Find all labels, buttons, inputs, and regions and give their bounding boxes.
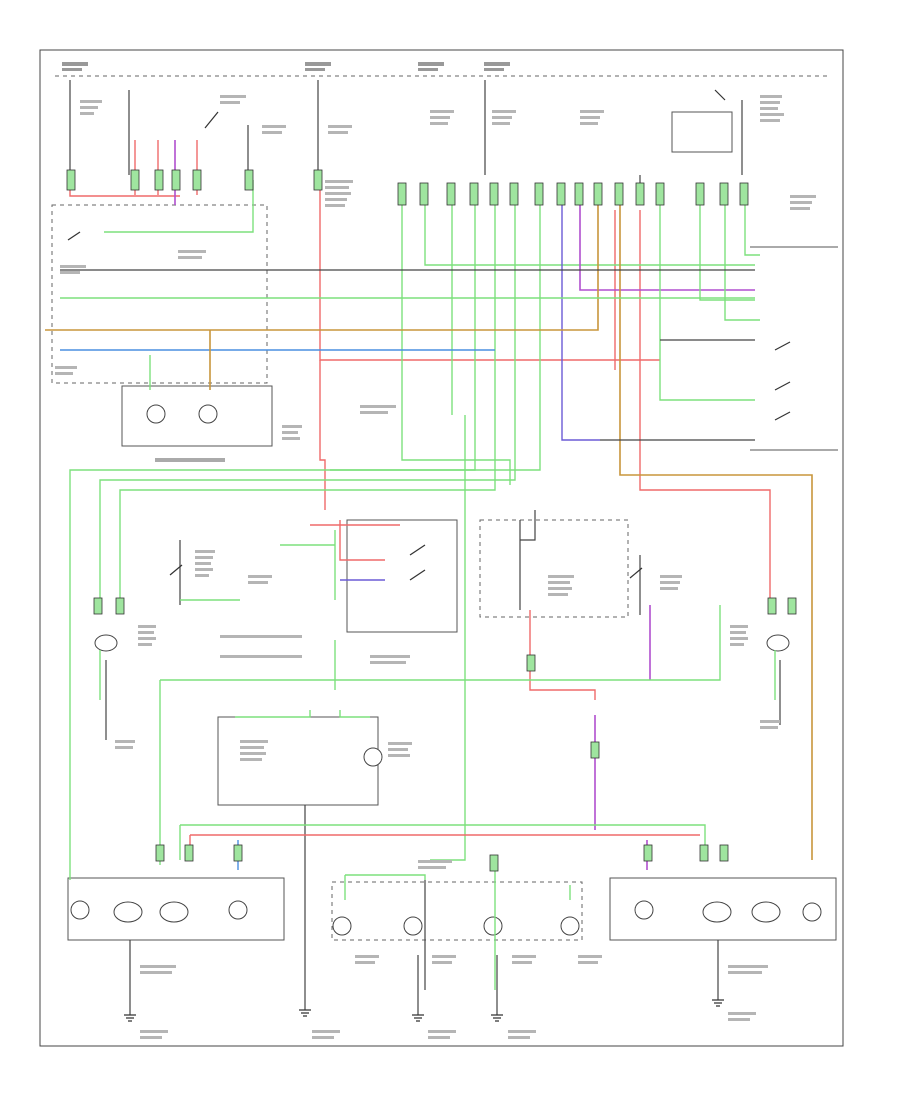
- connector-icon: [699, 844, 709, 862]
- connector-icon: [767, 597, 777, 615]
- connector-icon: [115, 597, 125, 615]
- connector-icon: [489, 182, 499, 206]
- bulb-icon: [634, 900, 654, 920]
- switch-icon: [409, 544, 426, 556]
- bulb-icon: [159, 901, 189, 923]
- switch-icon: [204, 111, 219, 129]
- connector-icon: [739, 182, 749, 206]
- switch-icon: [629, 567, 643, 579]
- connector-row: [66, 169, 797, 872]
- switch-icon: [774, 411, 791, 421]
- left-rear-lamp-housing: [67, 877, 285, 941]
- connector-icon: [397, 182, 407, 206]
- relay-icon: [671, 111, 733, 153]
- connector-icon: [526, 654, 536, 672]
- switch-icon: [774, 381, 791, 391]
- connector-icon: [655, 182, 665, 206]
- rear-lamp-bulbs: [70, 900, 822, 936]
- wire-harness: [45, 80, 813, 1015]
- connector-icon: [719, 182, 729, 206]
- connector-icon: [154, 169, 164, 191]
- connector-icon: [192, 169, 202, 191]
- bulb-icon: [483, 916, 503, 936]
- fuse-labels: [62, 62, 510, 71]
- ground-icon: [712, 999, 724, 1007]
- bulb-icon: [198, 404, 218, 424]
- ground-icon: [412, 1014, 424, 1022]
- bulb-icon: [228, 900, 248, 920]
- connector-icon: [534, 182, 544, 206]
- bulb-icon: [70, 900, 90, 920]
- connector-icon: [695, 182, 705, 206]
- bulb-icon: [363, 747, 383, 767]
- bulb-icon: [94, 634, 118, 652]
- instrument-cluster-box: [121, 385, 273, 447]
- connector-icon: [574, 182, 584, 206]
- connector-icon: [244, 169, 254, 191]
- connector-icon: [313, 169, 323, 191]
- connector-icon: [489, 854, 499, 872]
- connector-icon: [787, 597, 797, 615]
- ground-icon: [124, 1014, 136, 1022]
- bulb-icon: [332, 916, 352, 936]
- bulb-icon: [113, 901, 143, 923]
- connector-icon: [635, 182, 645, 206]
- connector-icon: [643, 844, 653, 862]
- light-switch-box: [346, 519, 458, 633]
- connector-icon: [509, 182, 519, 206]
- bulb-icon: [766, 634, 790, 652]
- connector-icon: [590, 741, 600, 759]
- bulb-icon: [560, 916, 580, 936]
- connector-icon: [469, 182, 479, 206]
- connector-icon: [184, 844, 194, 862]
- switch-symbols: [67, 89, 791, 581]
- connector-icon: [446, 182, 456, 206]
- connector-icon: [130, 169, 140, 191]
- diagram-frame: [39, 49, 844, 1047]
- relay-module-box: [479, 519, 629, 618]
- bulb-icon: [146, 404, 166, 424]
- connector-icon: [155, 844, 165, 862]
- connector-icon: [614, 182, 624, 206]
- ground-symbols: [124, 999, 724, 1022]
- fuse-box-outline: [51, 204, 268, 384]
- connector-icon: [233, 844, 243, 862]
- center-lamp-housing: [331, 881, 583, 941]
- ground-icon: [491, 1014, 503, 1022]
- connector-icon: [556, 182, 566, 206]
- connector-icon: [719, 844, 729, 862]
- connector-icon: [593, 182, 603, 206]
- right-rear-lamp-housing: [609, 877, 837, 941]
- connector-icon: [171, 169, 181, 191]
- switch-icon: [409, 569, 426, 581]
- switch-icon: [67, 231, 81, 241]
- switch-icon: [714, 89, 726, 101]
- bulb-icon: [751, 901, 781, 923]
- connector-icon: [93, 597, 103, 615]
- connector-icon: [66, 169, 76, 191]
- cluster-label: [155, 458, 225, 462]
- connector-icon: [419, 182, 429, 206]
- switch-icon: [169, 564, 183, 576]
- bulb-icon: [702, 901, 732, 923]
- switch-icon: [774, 341, 791, 351]
- ground-icon: [299, 1009, 311, 1017]
- label-placeholders: [55, 95, 816, 1039]
- bulb-icon: [403, 916, 423, 936]
- bulb-icon: [802, 902, 822, 922]
